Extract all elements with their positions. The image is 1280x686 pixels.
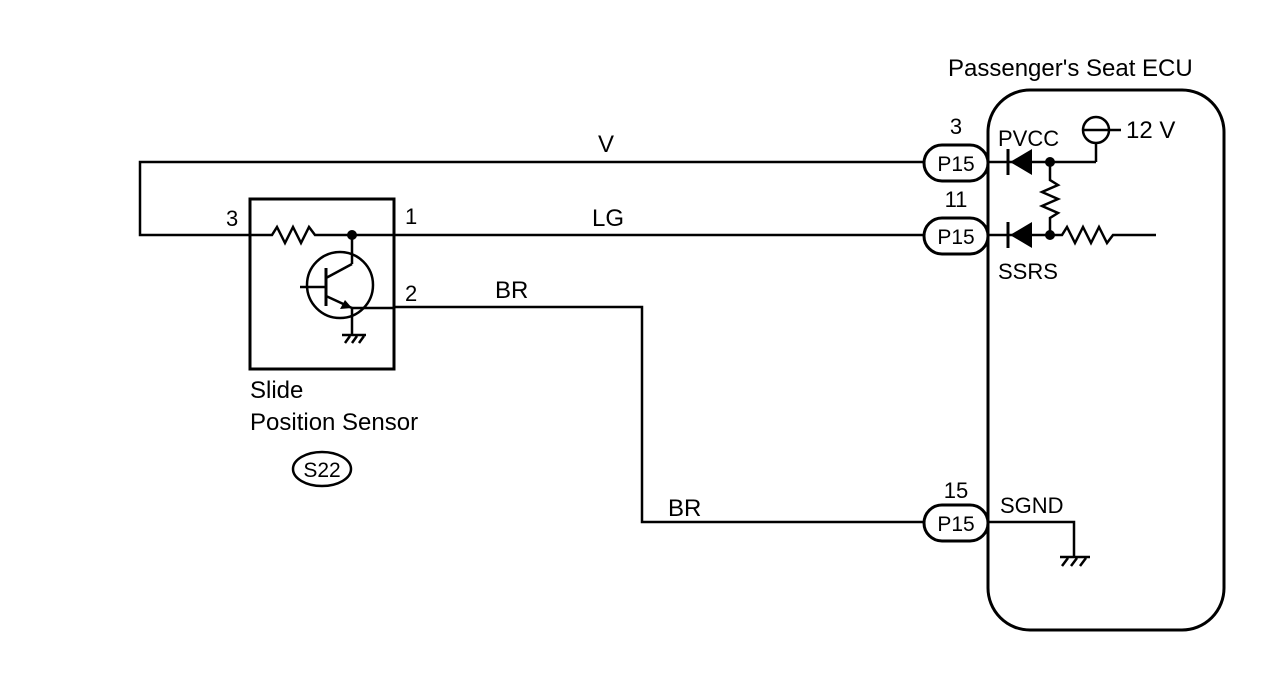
svg-text:15: 15 — [944, 478, 968, 503]
pvcc-diode-icon — [1006, 149, 1032, 175]
sgnd-line — [988, 520, 1076, 556]
ssrs-diode-icon — [1006, 222, 1032, 248]
ecu-ground-icon — [1060, 555, 1090, 567]
connector-pin-11: P15 11 — [922, 187, 990, 256]
wire-lg-label: LG — [592, 205, 624, 232]
sgnd-label: SGND — [1000, 493, 1064, 518]
sensor-ground-icon — [342, 333, 366, 344]
wire-v-label: V — [598, 131, 614, 158]
ssrs-resistor — [1050, 224, 1156, 246]
sensor-pin-2: 2 — [405, 281, 417, 306]
supply-12v-icon — [1081, 115, 1121, 145]
wire-br-lower-label: BR — [668, 495, 701, 522]
sensor-resistor — [250, 224, 394, 246]
sensor-code-badge — [291, 450, 353, 488]
wire-br — [394, 305, 924, 524]
wire-br-upper-label: BR — [495, 277, 528, 304]
sensor-name-line1: Slide — [250, 377, 303, 404]
svg-text:11: 11 — [945, 187, 968, 212]
svg-text:P15: P15 — [937, 226, 974, 249]
sensor-box — [248, 197, 396, 371]
wire-v — [138, 160, 924, 237]
sensor-pin-3: 3 — [226, 206, 238, 231]
pvcc-label: PVCC — [998, 126, 1059, 151]
svg-text:P15: P15 — [937, 513, 974, 536]
transistor-icon — [300, 235, 394, 334]
sensor-name-line2: Position Sensor — [250, 409, 418, 436]
ecu-title: Passenger's Seat ECU — [948, 55, 1193, 82]
connector-pin-15: P15 15 — [922, 478, 990, 543]
supply-12v-label: 12 V — [1126, 117, 1175, 144]
ssrs-label: SSRS — [998, 259, 1058, 284]
svg-text:3: 3 — [950, 114, 962, 139]
pullup-resistor — [1038, 162, 1062, 235]
sensor-code: S22 — [303, 459, 340, 482]
sensor-pin-1: 1 — [405, 204, 417, 229]
svg-text:P15: P15 — [937, 153, 974, 176]
connector-pin-3: P15 3 — [922, 114, 990, 183]
ecu-box — [986, 88, 1226, 632]
